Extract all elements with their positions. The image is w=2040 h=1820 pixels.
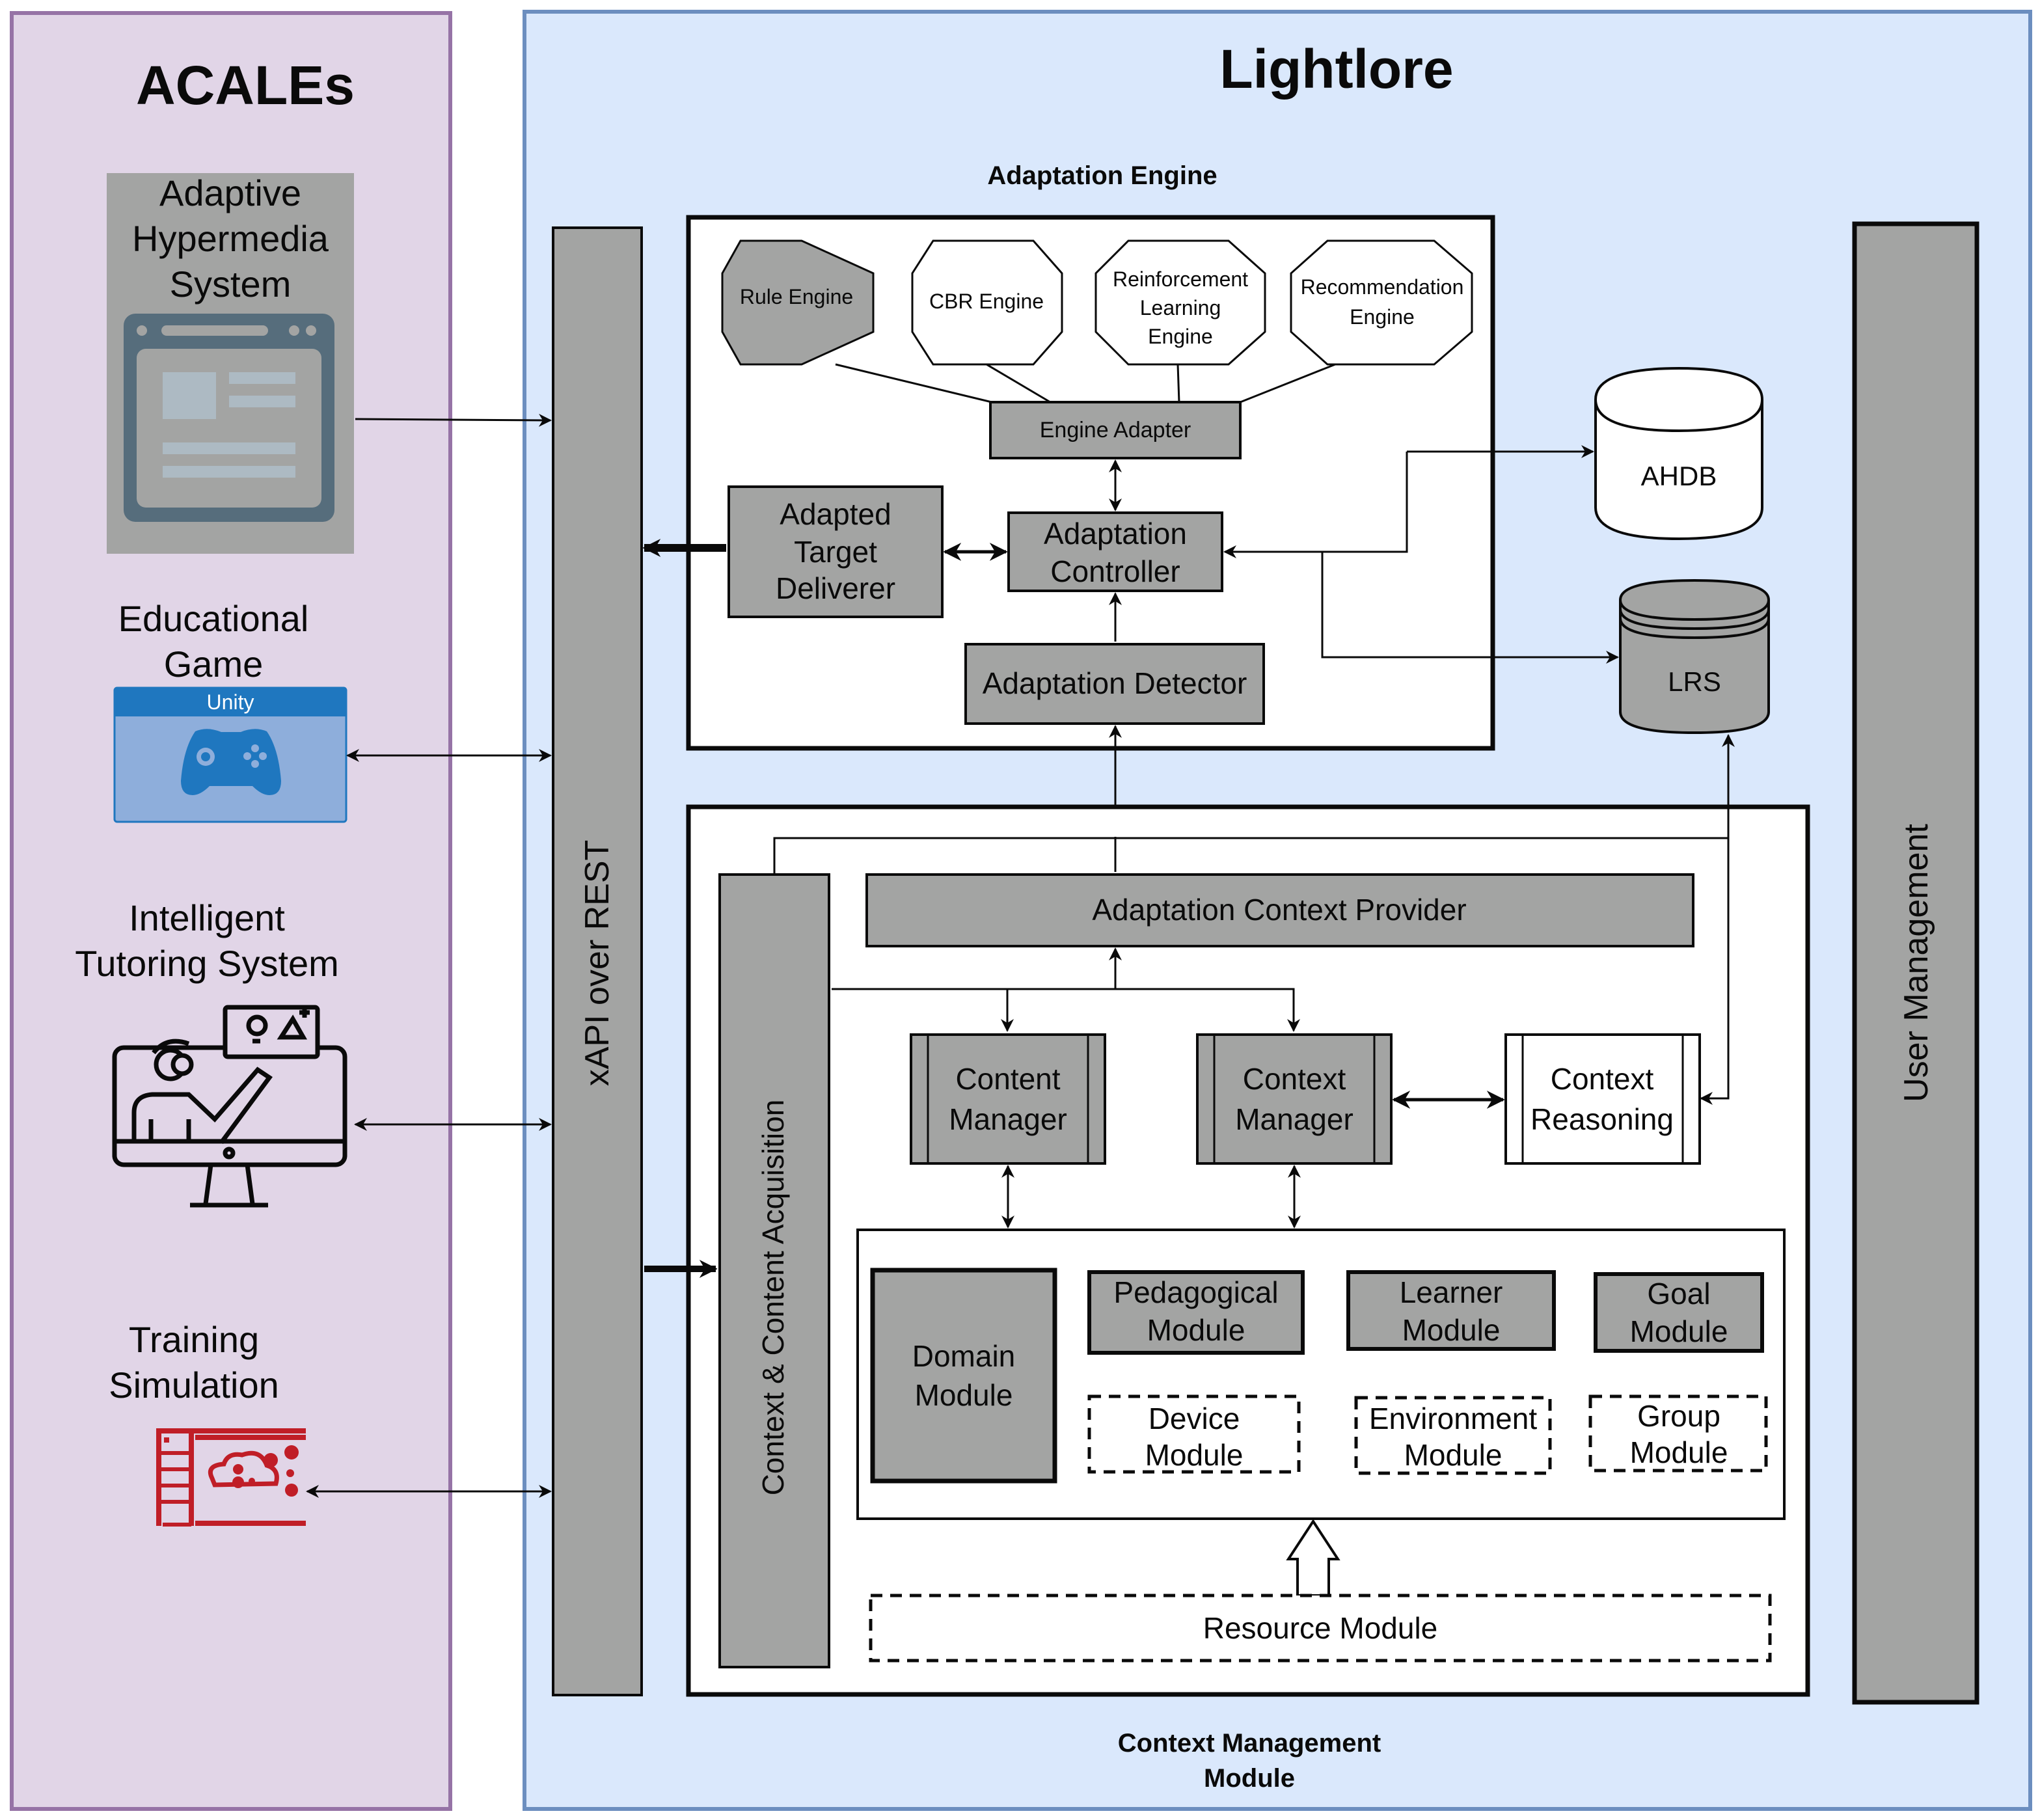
app-label-line: Intelligent <box>129 897 285 938</box>
unity-badge-label: Unity <box>207 690 254 714</box>
box-label: Manager <box>949 1102 1067 1136</box>
box-label: Module <box>1630 1435 1728 1469</box>
engine-label: Learning <box>1140 296 1221 319</box>
context-management-module: Context & Content Acquisition Adaptation… <box>644 734 1810 1793</box>
box-label: Adapted <box>780 497 891 531</box>
box-label: Adaptation Detector <box>983 666 1247 700</box>
goal-module[interactable]: Goal Module <box>1594 1272 1764 1353</box>
engine-label: Rule Engine <box>740 285 853 308</box>
acquisition-bar-label: Context & Content Acquisition <box>756 1100 790 1496</box>
connector-ahs <box>355 413 552 427</box>
box-label: Module <box>1404 1438 1503 1472</box>
datastore-connectors <box>1109 445 1619 881</box>
app-label-line: Simulation <box>109 1365 279 1406</box>
box-label: Deliverer <box>776 571 895 605</box>
box-label: Context <box>1243 1062 1346 1096</box>
pedagogical-module[interactable]: Pedagogical Module <box>1087 1270 1305 1355</box>
xapi-bar-label: xAPI over REST <box>578 840 616 1087</box>
adapted-target-deliverer[interactable]: Adapted Target Deliverer <box>728 485 944 618</box>
box-label: Resource Module <box>1203 1611 1438 1645</box>
box-label: Learner <box>1400 1275 1503 1309</box>
app-label-line: System <box>170 264 292 305</box>
app-label-line: Educational <box>118 598 309 639</box>
xapi-over-rest-bar[interactable]: xAPI over REST <box>552 226 643 1696</box>
app-label-line: Training <box>129 1319 259 1360</box>
box-label: Module <box>1402 1313 1501 1347</box>
box-label: Device <box>1149 1402 1240 1435</box>
learner-module[interactable]: Learner Module <box>1346 1270 1556 1351</box>
context-management-title: Context Management <box>1118 1729 1381 1758</box>
box-label: Adaptation Context Provider <box>1092 893 1466 927</box>
recommendation-engine[interactable]: Recommendation Engine <box>1290 239 1473 366</box>
box-label: Controller <box>1050 554 1180 588</box>
context-manager[interactable]: Context Manager <box>1196 1033 1393 1165</box>
acales-title: ACALEs <box>136 55 355 116</box>
lrs-datastore[interactable]: LRS <box>1619 578 1770 735</box>
app-intelligent-tutoring-system[interactable]: Intelligent Tutoring System <box>75 897 347 1208</box>
engine-label: Reinforcement <box>1113 267 1248 291</box>
rule-engine[interactable]: Rule Engine <box>721 239 875 366</box>
context-reasoning[interactable]: Context Reasoning <box>1504 1033 1701 1165</box>
app-adaptive-hypermedia[interactable]: Adaptive Hypermedia System <box>107 172 354 554</box>
acales-panel: ACALEs Adaptive Hypermedia System <box>10 11 452 1811</box>
lightlore-title: Lightlore <box>1219 38 1453 100</box>
user-management-label: User Management <box>1897 824 1935 1102</box>
app-label-line: Game <box>164 644 264 685</box>
unity-badge <box>115 688 346 716</box>
box-label: Target <box>794 535 877 569</box>
app-label-line: Hypermedia <box>132 218 329 259</box>
resource-module[interactable]: Resource Module <box>869 1594 1772 1663</box>
box-label: Context <box>1551 1062 1654 1096</box>
modules-container: Domain Module Pedagogical Module Learner… <box>856 1229 1786 1520</box>
context-management-title: Module <box>1204 1764 1295 1793</box>
tutor-monitor-icon <box>112 1005 347 1208</box>
browser-window-icon <box>124 314 334 522</box>
app-label-line: Adaptive <box>159 172 301 213</box>
group-module[interactable]: Group Module <box>1588 1394 1768 1473</box>
simulation-cloud-icon <box>156 1428 306 1527</box>
lrs-label: LRS <box>1668 666 1721 697</box>
context-content-acquisition-bar[interactable]: Context & Content Acquisition <box>718 873 830 1668</box>
adaptation-controller[interactable]: Adaptation Controller <box>1007 511 1223 592</box>
adaptation-engine: Adaptation Engine Rule Engine CBR Engine… <box>642 161 1495 751</box>
ahdb-datastore[interactable]: AHDB <box>1594 366 1763 541</box>
engine-label: Engine <box>1350 305 1415 329</box>
box-label: Content <box>955 1062 1060 1096</box>
app-training-simulation[interactable]: Training Simulation <box>109 1319 306 1527</box>
app-educational-game[interactable]: Educational Game Unity <box>113 598 347 823</box>
box-label: Manager <box>1235 1102 1353 1136</box>
box-label: Reasoning <box>1530 1102 1674 1136</box>
reinforcement-learning-engine[interactable]: Reinforcement Learning Engine <box>1095 239 1266 366</box>
user-management-bar[interactable]: User Management <box>1852 221 1979 1705</box>
box-label: Goal <box>1647 1277 1710 1311</box>
engine-label: CBR Engine <box>929 290 1044 313</box>
engine-label: Recommendation <box>1301 275 1464 299</box>
box-label: Group <box>1637 1399 1720 1433</box>
box-label: Module <box>1147 1313 1245 1347</box>
app-connectors <box>306 413 552 1498</box>
box-label: Module <box>1145 1438 1244 1472</box>
domain-module[interactable]: Domain Module <box>870 1268 1057 1484</box>
box-label: Pedagogical <box>1113 1275 1278 1309</box>
engine-adapter-label: Engine Adapter <box>1040 418 1191 442</box>
cbr-engine[interactable]: CBR Engine <box>911 239 1063 366</box>
box-label: Module <box>915 1378 1013 1412</box>
device-module[interactable]: Device Module <box>1087 1394 1301 1474</box>
ahdb-label: AHDB <box>1641 461 1717 491</box>
box-label: Module <box>1630 1314 1728 1348</box>
adaptation-detector[interactable]: Adaptation Detector <box>964 643 1265 725</box>
box-label: Adaptation <box>1044 517 1187 550</box>
content-manager[interactable]: Content Manager <box>910 1033 1106 1165</box>
adaptation-engine-title: Adaptation Engine <box>987 161 1217 190</box>
environment-module[interactable]: Environment Module <box>1354 1396 1552 1475</box>
adaptation-context-provider[interactable]: Adaptation Context Provider <box>865 873 1694 947</box>
box-label: Domain <box>912 1339 1016 1373</box>
box-label: Environment <box>1369 1402 1537 1435</box>
engine-adapter[interactable]: Engine Adapter <box>989 401 1242 459</box>
gamepad-icon <box>181 729 281 795</box>
app-label-line: Tutoring System <box>75 943 339 984</box>
engine-label: Engine <box>1148 325 1213 348</box>
